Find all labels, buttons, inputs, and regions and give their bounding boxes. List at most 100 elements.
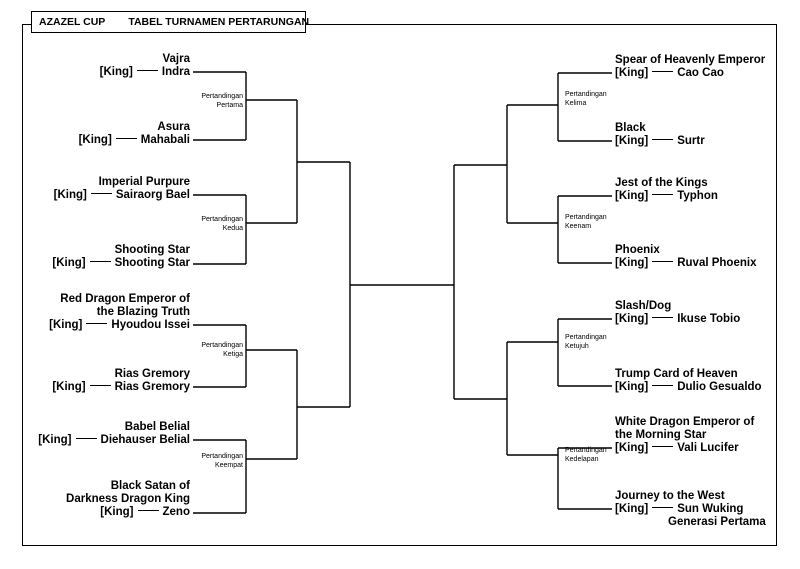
dash-line	[652, 261, 674, 263]
match-label-line: Keempat	[214, 462, 243, 469]
team-name: Rias Gremory	[114, 368, 190, 380]
dash-line	[652, 317, 674, 319]
king-row: [King]Sairaorg Bael	[0, 189, 190, 202]
king-tag: [King]	[52, 381, 86, 393]
team-name: Black Satan of	[110, 480, 190, 492]
title-box: AZAZEL CUP TABEL TURNAMEN PERTARUNGAN	[31, 11, 310, 33]
match-label-line: Ketiga	[223, 351, 243, 358]
king-tag: [King]	[49, 319, 83, 331]
king-row: [King] Rias Gremory	[0, 381, 190, 394]
king-tag: [King]	[53, 189, 87, 201]
king-name: Mahabali	[140, 134, 190, 146]
king-name: Surtr	[677, 135, 705, 147]
team-name: Darkness Dragon King	[66, 493, 190, 505]
king-row: [King] Hyoudou Issei	[0, 319, 190, 332]
match-label-line: Pertandingan	[201, 93, 243, 100]
dash-line	[137, 510, 159, 512]
dash-line	[136, 70, 158, 72]
king-tag: [King]	[615, 313, 649, 325]
king-name-extra: Generasi Pertama	[668, 516, 766, 528]
team-entry: Shooting Star[King]Shooting Star	[0, 244, 190, 270]
dash-line	[90, 193, 112, 195]
team-entry: Vajra [King] Indra	[0, 53, 190, 79]
team-name: the Blazing Truth	[96, 306, 190, 318]
team-entry: Imperial Purpure[King]Sairaorg Bael	[0, 176, 190, 202]
king-row: [King] Ruval Phoenix	[615, 257, 800, 270]
king-name: Diehauser Belial	[100, 434, 190, 446]
match-label-line: Pertandingan	[201, 453, 243, 460]
team-entry: Trump Card of Heaven[King] Dulio Gesualdo	[615, 368, 800, 394]
match-label-line: Kelima	[565, 100, 587, 107]
king-tag: [King]	[615, 442, 649, 454]
match-label-line: Pertandingan	[565, 334, 607, 341]
dash-line	[652, 139, 674, 141]
king-name: Vali Lucifer	[677, 442, 739, 454]
king-row: [King] Vali Lucifer	[615, 442, 800, 455]
king-name: Indra	[161, 66, 190, 78]
dash-line	[86, 323, 108, 325]
king-name: Dulio Gesualdo	[677, 381, 762, 393]
king-row: [King] Surtr	[615, 135, 800, 148]
king-name: Ruval Phoenix	[677, 257, 757, 269]
team-entry: Asura [King] Mahabali	[0, 121, 190, 147]
match-label-line: Kedua	[222, 225, 243, 232]
king-name: Sun Wuking	[677, 503, 744, 515]
king-row: [King] Mahabali	[0, 134, 190, 147]
king-row: [King]Zeno	[0, 506, 190, 519]
team-name: Trump Card of Heaven	[615, 368, 738, 380]
match-label-line: Pertandingan	[565, 91, 607, 98]
match-label-line: Pertandingan	[565, 447, 607, 454]
team-name: Vajra	[162, 53, 191, 65]
bracket-subtitle: TABEL TURNAMEN PERTARUNGAN	[128, 16, 310, 28]
team-name: Slash/Dog	[615, 300, 672, 312]
team-name: Asura	[157, 121, 190, 133]
cup-title: AZAZEL CUP	[39, 16, 106, 28]
king-name: Ikuse Tobio	[677, 313, 741, 325]
team-name: Jest of the Kings	[615, 177, 708, 189]
match-label-line: Ketujuh	[565, 343, 589, 350]
king-name: Rias Gremory	[114, 381, 190, 393]
match-label-line: Keenam	[565, 223, 592, 230]
match-label-line: Pertandingan	[201, 342, 243, 349]
king-tag: [King]	[615, 503, 649, 515]
king-row: [King]Typhon	[615, 190, 800, 203]
king-row: [King] Dulio Gesualdo	[615, 381, 800, 394]
dash-line	[652, 507, 674, 509]
king-tag: [King]	[615, 135, 649, 147]
dash-line	[652, 446, 674, 448]
king-tag: [King]	[615, 67, 649, 79]
team-name: Phoenix	[615, 244, 660, 256]
king-row: [King]Diehauser Belial	[0, 434, 190, 447]
king-tag: [King]	[615, 381, 649, 393]
king-tag: [King]	[99, 66, 133, 78]
king-tag: [King]	[52, 257, 86, 269]
king-name: Shooting Star	[114, 257, 190, 269]
team-entry: Spear of Heavenly Emperor[King]Cao Cao	[615, 54, 800, 80]
king-name: Cao Cao	[677, 67, 724, 79]
team-entry: Phoenix[King] Ruval Phoenix	[615, 244, 800, 270]
dash-line	[89, 385, 111, 387]
king-name: Hyoudou Issei	[111, 319, 190, 331]
team-entry: Slash/Dog[King] Ikuse Tobio	[615, 300, 800, 326]
match-label-line: Kedelapan	[565, 456, 599, 463]
team-name: the Morning Star	[615, 429, 707, 441]
king-tag: [King]	[615, 257, 649, 269]
team-name: White Dragon Emperor of	[615, 416, 755, 428]
king-tag: [King]	[78, 134, 112, 146]
team-name: Black	[615, 122, 646, 134]
match-label-line: Pertandingan	[201, 216, 243, 223]
team-name: Red Dragon Emperor of	[60, 293, 190, 305]
team-entry: Jest of the Kings[King]Typhon	[615, 177, 800, 203]
dash-line	[652, 71, 674, 73]
king-tag: [King]	[100, 506, 134, 518]
team-entry: Black[King] Surtr	[615, 122, 800, 148]
